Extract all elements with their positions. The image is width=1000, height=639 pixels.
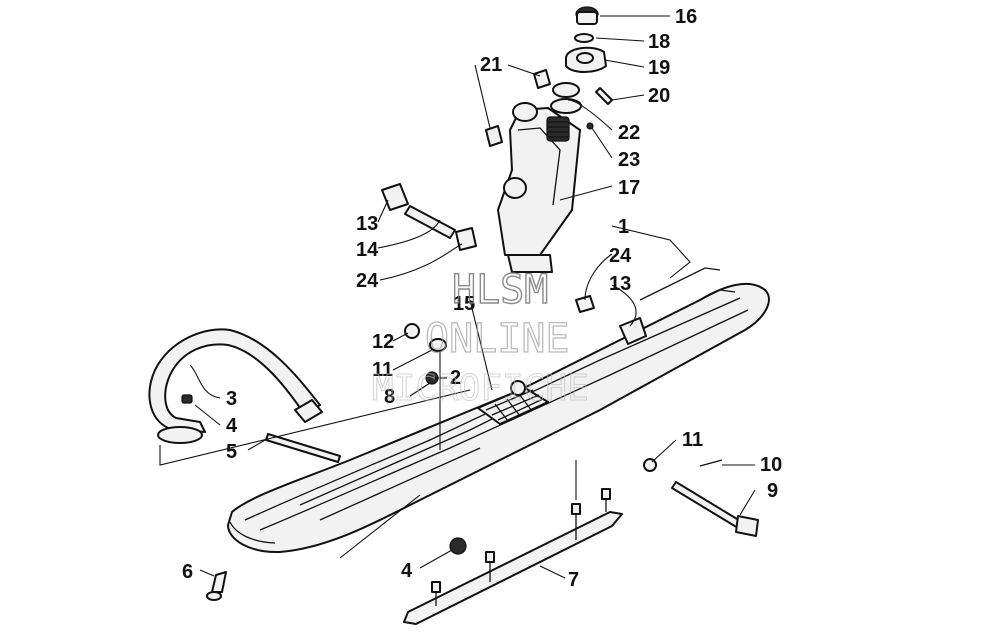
- callout-22: 22: [618, 122, 640, 144]
- leader-lines: [159, 15, 756, 579]
- ski-body: [227, 267, 770, 554]
- wear-bar: [403, 488, 623, 625]
- watermark-line-3: MICROFICHE: [372, 368, 589, 409]
- callout-11-left: 11: [372, 359, 393, 381]
- callout-20: 20: [648, 85, 670, 107]
- callout-16: 16: [675, 6, 697, 28]
- ski-loop: [148, 328, 323, 444]
- watermark-line-2: ONLINE: [425, 316, 570, 362]
- callout-24-right: 24: [609, 245, 632, 267]
- cap-part-4: [181, 394, 193, 404]
- callout-17: 17: [618, 177, 640, 199]
- callout-2: 2: [450, 367, 461, 389]
- bushings: [381, 69, 647, 345]
- callout-13-right: 13: [609, 273, 631, 295]
- spindle: [497, 102, 581, 273]
- callout-13-upper: 13: [356, 213, 378, 235]
- callout-5: 5: [226, 441, 237, 463]
- watermark-line-1: HLSM: [452, 267, 548, 313]
- callout-7: 7: [568, 569, 579, 591]
- callout-12: 12: [372, 331, 394, 353]
- callout-8: 8: [384, 386, 395, 408]
- callout-11-right: 11: [682, 429, 703, 451]
- callout-24-left: 24: [356, 270, 379, 292]
- callout-15: 15: [453, 293, 475, 315]
- callout-3: 3: [226, 388, 237, 410]
- top-hardware: [550, 6, 613, 130]
- callout-4-lower: 4: [401, 560, 413, 582]
- callout-18: 18: [648, 31, 670, 53]
- callout-19: 19: [648, 57, 670, 79]
- callout-4-upper: 4: [226, 415, 238, 437]
- callout-6: 6: [182, 561, 193, 583]
- callout-14: 14: [356, 239, 379, 261]
- callout-1: 1: [618, 216, 629, 238]
- callout-9: 9: [767, 480, 778, 502]
- watermark: HLSM ONLINE MICROFICHE: [371, 266, 589, 409]
- callout-21: 21: [480, 54, 502, 76]
- callout-labels: 16 18 19 20 21 22 23 17 1 13 14 24 24 13…: [182, 6, 782, 591]
- callout-23: 23: [618, 149, 640, 171]
- fasteners: [206, 323, 759, 601]
- callout-10: 10: [760, 454, 782, 476]
